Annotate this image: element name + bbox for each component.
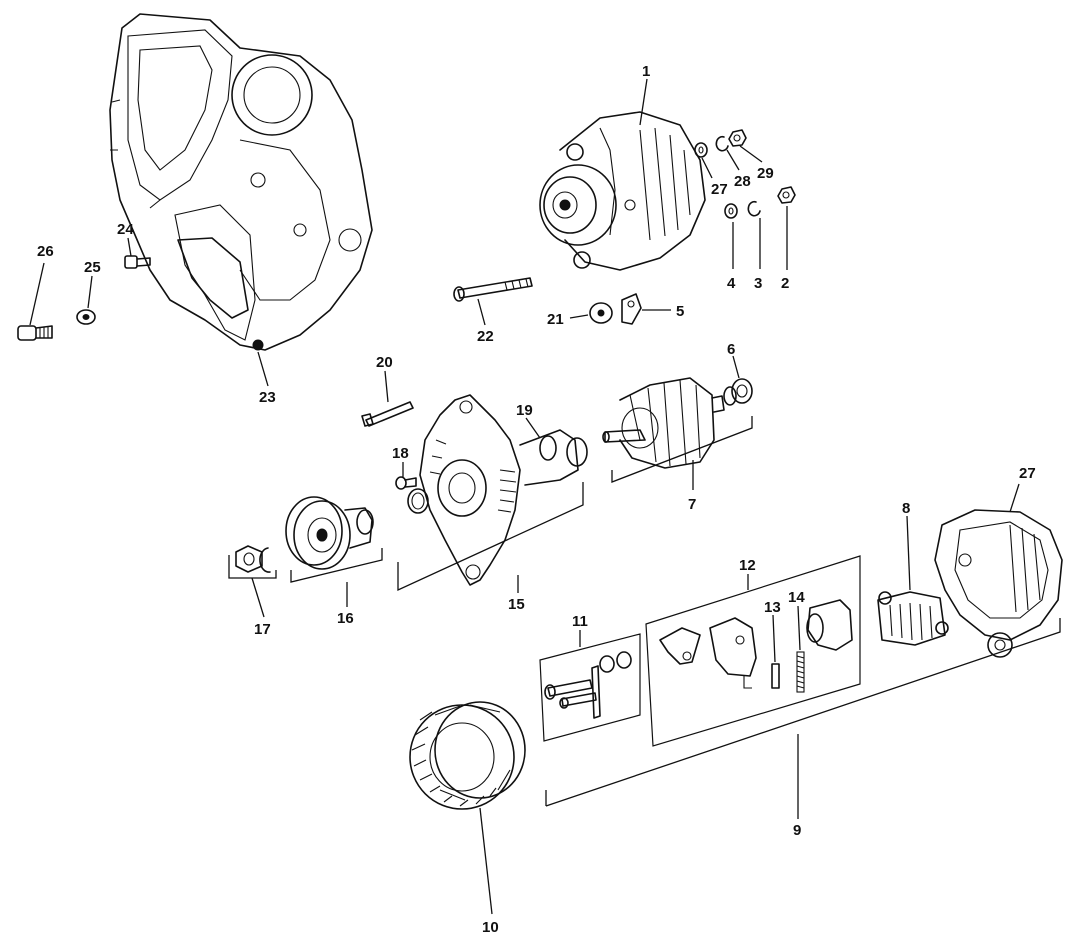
callout-27-top: 27	[711, 181, 728, 198]
brush-holder-kit-12	[659, 599, 853, 693]
callout-2: 2	[781, 275, 789, 292]
callout-23: 23	[259, 389, 276, 406]
terminal-kit-11	[544, 651, 632, 719]
callout-18: 18	[392, 445, 409, 462]
plate-5	[621, 293, 642, 325]
pulley	[285, 496, 374, 570]
callout-labels: 1 2 3 4 5 6 7 8 9 10 11 12 13 14 15 16 1…	[37, 63, 1036, 936]
callout-16: 16	[337, 610, 354, 627]
callout-29: 29	[757, 165, 774, 182]
grouping-lines	[228, 416, 1061, 807]
timing-gear-case	[109, 13, 373, 351]
callout-26: 26	[37, 243, 54, 260]
callout-1: 1	[642, 63, 650, 80]
callout-24: 24	[117, 221, 134, 238]
screw-18	[395, 476, 417, 490]
callout-12: 12	[739, 557, 756, 574]
rotor	[602, 377, 753, 469]
front-bracket	[419, 394, 588, 586]
callout-19: 19	[516, 402, 533, 419]
washer-4	[724, 203, 738, 219]
callout-10: 10	[482, 919, 499, 936]
washer-25	[76, 309, 96, 325]
callout-22: 22	[477, 328, 494, 345]
callout-27-rear-bracket: 27	[1019, 465, 1036, 482]
callout-8: 8	[902, 500, 910, 517]
callout-15: 15	[508, 596, 525, 613]
callout-9: 9	[793, 822, 801, 839]
through-bolt-22	[453, 277, 533, 302]
stator	[409, 701, 526, 810]
bolt-20	[361, 401, 414, 427]
callout-13: 13	[764, 599, 781, 616]
callout-5: 5	[676, 303, 684, 320]
retainer-ring	[407, 488, 429, 514]
lock-washer-3	[747, 200, 761, 217]
regulator	[877, 591, 949, 646]
callout-25: 25	[84, 259, 101, 276]
alternator-assembly	[539, 111, 706, 271]
washer-27-top	[694, 142, 708, 158]
callout-7: 7	[688, 496, 696, 513]
lock-washer-28	[715, 135, 729, 152]
callout-28: 28	[734, 173, 751, 190]
rear-bracket	[934, 509, 1063, 658]
nut-washer-17	[235, 545, 271, 573]
callout-4: 4	[727, 275, 736, 292]
washer-21	[589, 302, 613, 324]
callout-17: 17	[254, 621, 271, 638]
callout-3: 3	[754, 275, 762, 292]
leader-lines	[29, 78, 1020, 915]
callout-21: 21	[547, 311, 564, 328]
callout-6: 6	[727, 341, 735, 358]
nut-29	[728, 129, 747, 147]
callout-20: 20	[376, 354, 393, 371]
bolt-26	[17, 325, 53, 341]
callout-14: 14	[788, 589, 805, 606]
callout-11: 11	[572, 613, 588, 630]
nut-2	[777, 186, 796, 204]
